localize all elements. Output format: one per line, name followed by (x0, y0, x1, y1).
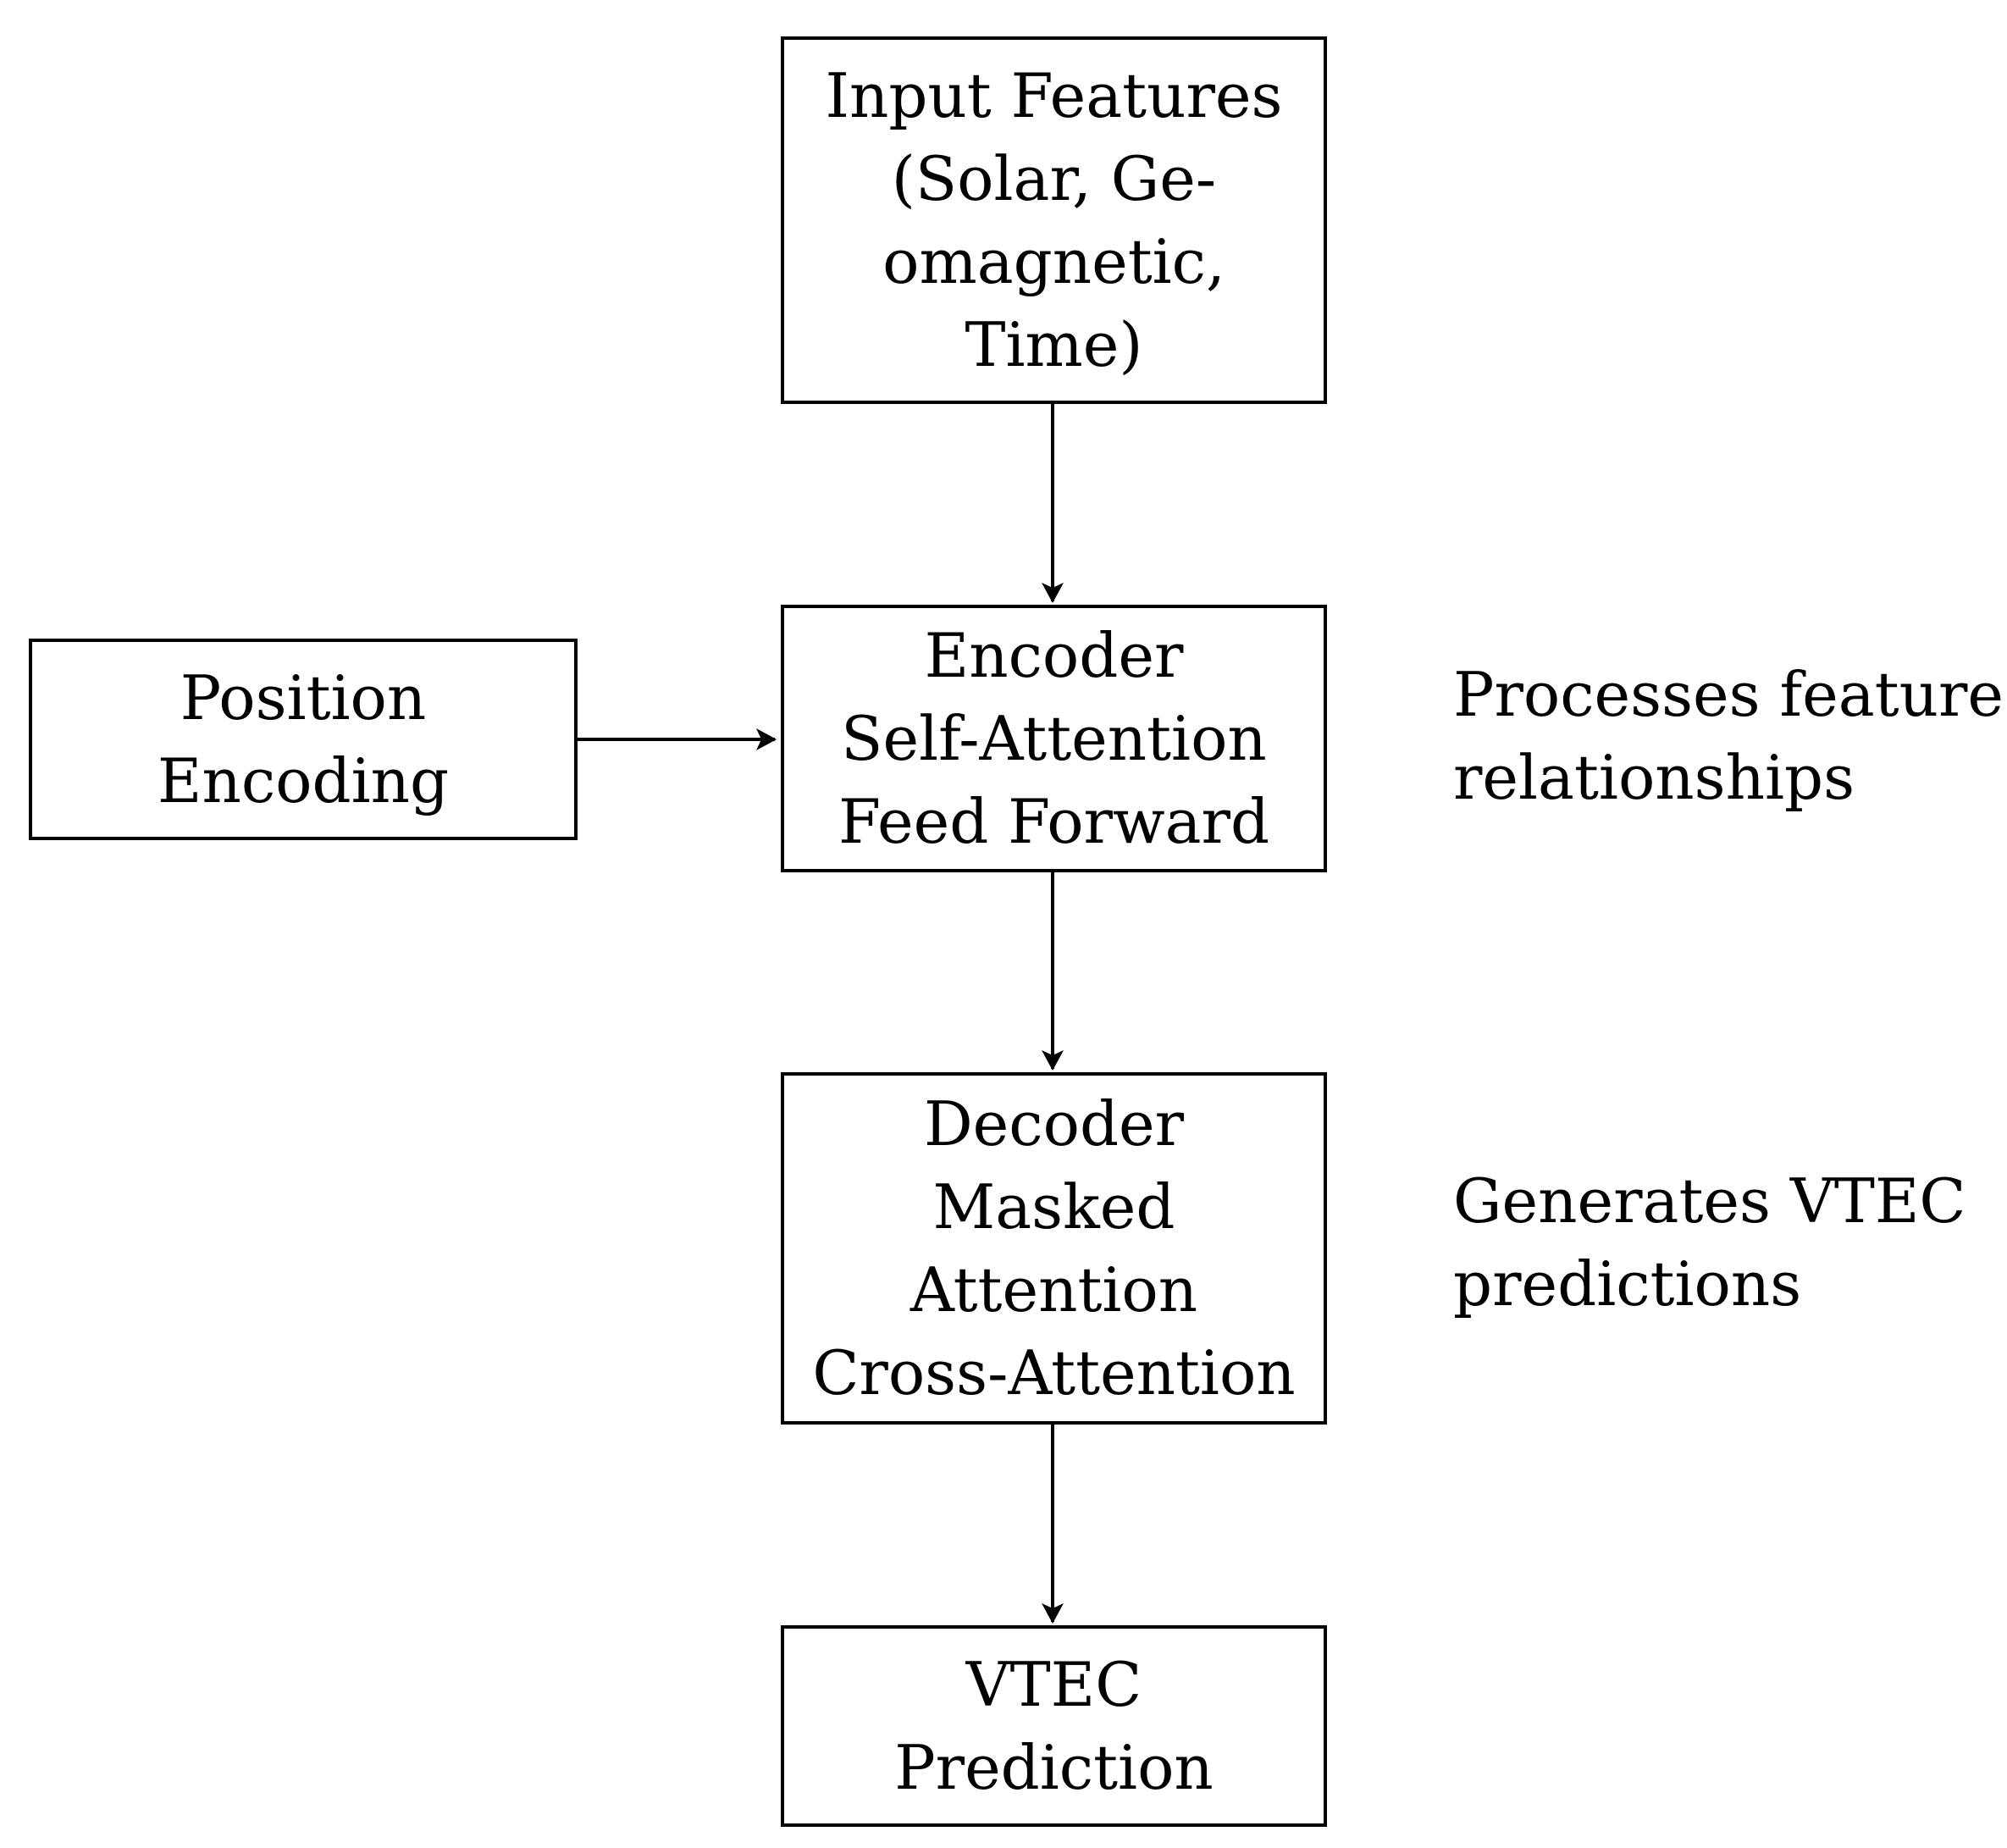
arrowhead-input-to-encoder (1042, 583, 1064, 603)
vtec-prediction-line-1: VTEC (965, 1649, 1142, 1720)
encoder-node: Encoder Self-Attention Feed Forward (781, 605, 1327, 872)
decoder-note: Generates VTEC predictions (1453, 1159, 1966, 1325)
vtec-prediction-node: VTEC Prediction (781, 1625, 1327, 1827)
position-encoding-node: Position Encoding (29, 639, 578, 840)
arrowhead-decoder-to-output (1042, 1603, 1064, 1624)
encoder-note: Processes feature relationships (1453, 653, 2004, 819)
vtec-prediction-line-2: Prediction (894, 1732, 1214, 1803)
encoder-line-2: Self-Attention (841, 703, 1267, 774)
arrowhead-position-to-encoder (756, 728, 777, 750)
decoder-line-4: Cross-Attention (812, 1337, 1296, 1408)
position-encoding-line-2: Encoding (157, 745, 450, 816)
arrowhead-encoder-to-decoder (1042, 1050, 1064, 1071)
input-features-line-2: (Solar, Ge- (891, 143, 1217, 214)
position-encoding-line-1: Position (180, 662, 427, 733)
input-features-line-4: Time) (965, 309, 1143, 380)
decoder-note-line-2: predictions (1453, 1248, 1802, 1320)
input-features-node: Input Features (Solar, Ge- omagnetic, Ti… (781, 36, 1327, 404)
decoder-note-line-1: Generates VTEC (1453, 1165, 1966, 1237)
input-features-line-1: Input Features (825, 60, 1283, 131)
encoder-note-line-1: Processes feature (1453, 659, 2004, 730)
encoder-note-line-2: relationships (1453, 742, 1855, 813)
input-features-line-3: omagnetic, (882, 226, 1225, 297)
decoder-node: Decoder Masked Attention Cross-Attention (781, 1072, 1327, 1425)
encoder-line-1: Encoder (924, 620, 1184, 691)
encoder-line-3: Feed Forward (838, 786, 1270, 857)
decoder-line-3: Attention (910, 1254, 1198, 1325)
decoder-line-1: Decoder (923, 1088, 1185, 1159)
decoder-line-2: Masked (932, 1171, 1175, 1242)
